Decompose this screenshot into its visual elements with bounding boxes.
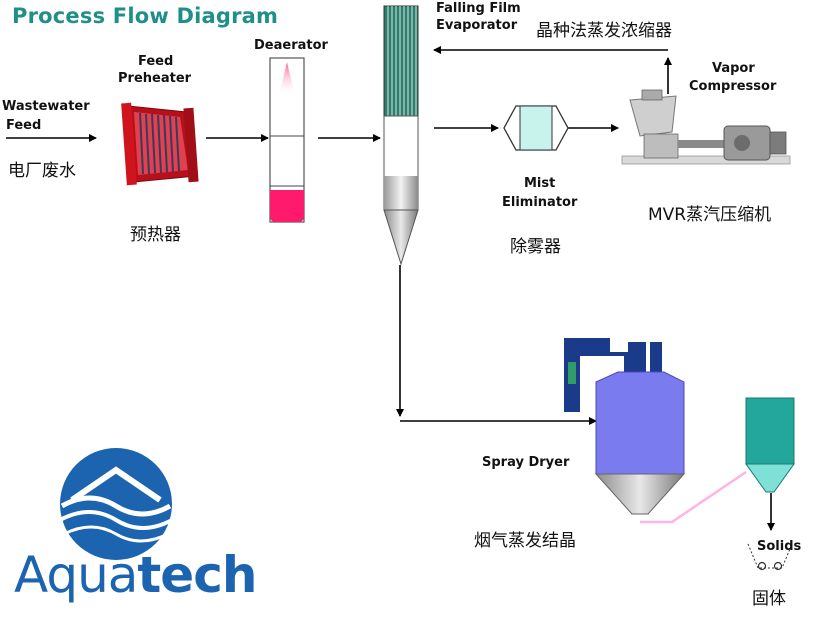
spray-dryer-label: Spray Dryer <box>482 455 570 470</box>
evaporator-cn-label: 晶种法蒸发浓缩器 <box>536 21 672 41</box>
evaporator-label-line2: Evaporator <box>436 18 518 33</box>
mist-eliminator-icon <box>503 105 569 151</box>
preheater-icon <box>121 102 199 186</box>
evaporator-label-line1: Falling Film <box>436 1 521 16</box>
cyclone-icon <box>745 397 795 493</box>
compressor-icon <box>621 89 791 165</box>
solids-label: Solids <box>757 539 802 554</box>
logo-text-tech: tech <box>137 546 257 604</box>
spray-dryer-icon <box>564 338 686 515</box>
mvr-cn-label: MVR蒸汽压缩机 <box>648 205 772 225</box>
solids-cn-label: 固体 <box>752 589 786 609</box>
mist-label-line2: Eliminator <box>502 195 578 210</box>
preheater-label-line2: Preheater <box>118 71 192 86</box>
preheater-cn-label: 预热器 <box>130 225 181 245</box>
solids-container-icon <box>747 543 793 571</box>
deaerator-label: Deaerator <box>254 38 328 53</box>
preheater-label-line1: Feed <box>138 54 174 69</box>
vapor-compressor-label-line1: Vapor <box>712 61 755 76</box>
aquatech-wordmark: Aquatech <box>14 546 257 604</box>
aquatech-logo-icon <box>59 448 173 560</box>
mist-label-line1: Mist <box>524 176 556 191</box>
evaporator-icon <box>383 5 419 266</box>
feed-label: Feed <box>6 118 42 133</box>
page-title: Process Flow Diagram <box>12 4 279 28</box>
vapor-compressor-label-line2: Compressor <box>689 79 777 94</box>
spray-dryer-cn-label: 烟气蒸发结晶 <box>474 531 576 551</box>
pink-transfer-line <box>640 470 747 524</box>
mist-cn-label: 除雾器 <box>510 237 561 257</box>
logo-text-aqua: Aqua <box>14 546 138 604</box>
wastewater-label: Wastewater <box>2 99 90 114</box>
deaerator-icon <box>269 57 305 223</box>
wastewater-cn-label: 电厂废水 <box>8 161 76 181</box>
